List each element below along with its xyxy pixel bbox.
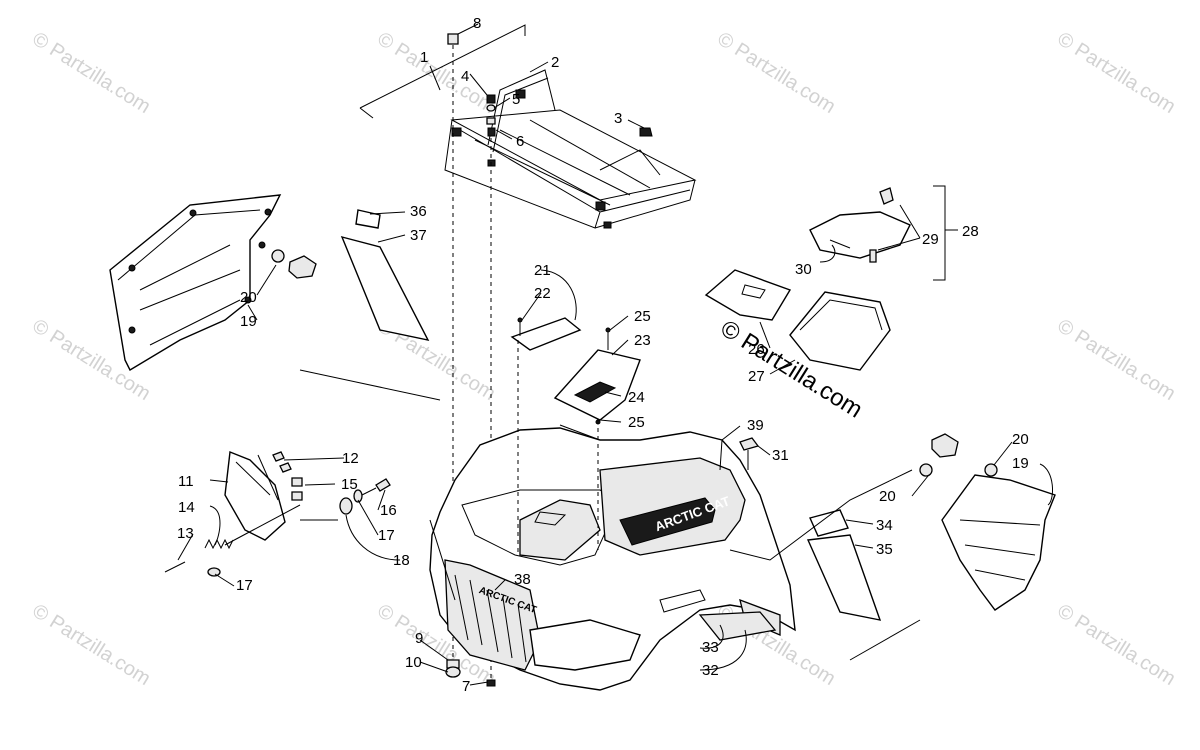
callout-11: 11 xyxy=(178,473,194,490)
callout-39: 39 xyxy=(747,417,764,434)
storage-box xyxy=(704,269,891,371)
callout-5: 5 xyxy=(512,91,520,108)
callout-19: 19 xyxy=(240,313,257,330)
rack xyxy=(444,69,697,229)
callout-25b: 25 xyxy=(628,414,645,431)
panel-23 xyxy=(553,327,641,425)
callout-28: 28 xyxy=(962,223,979,240)
callout-4: 4 xyxy=(461,68,469,85)
callout-22: 22 xyxy=(534,285,551,302)
callout-27: 27 xyxy=(748,368,765,385)
callout-17b: 17 xyxy=(236,577,253,594)
callout-19b: 19 xyxy=(1012,455,1029,472)
leader xyxy=(559,424,601,441)
callout-32: 32 xyxy=(702,662,719,679)
headlight xyxy=(164,451,391,577)
callout-14: 14 xyxy=(178,499,195,516)
decal-36-37 xyxy=(340,209,430,341)
callout-7: 7 xyxy=(462,678,470,695)
callout-3: 3 xyxy=(614,110,622,127)
callout-29: 29 xyxy=(922,231,939,248)
callout-10: 10 xyxy=(405,654,422,671)
leader xyxy=(299,369,441,401)
callout-20c: 20 xyxy=(879,488,896,505)
callout-37: 37 xyxy=(410,227,427,244)
callout-15: 15 xyxy=(341,476,358,493)
callout-6: 6 xyxy=(516,133,524,150)
panel-21 xyxy=(510,317,582,351)
callout-9: 9 xyxy=(415,630,423,647)
callout-34: 34 xyxy=(876,517,893,534)
bracket-28 xyxy=(933,185,946,281)
callout-17: 17 xyxy=(378,527,395,544)
callout-33: 33 xyxy=(702,639,719,656)
callout-24: 24 xyxy=(628,389,645,406)
part-32 xyxy=(698,611,777,641)
callout-8: 8 xyxy=(473,15,481,32)
bracket-1 xyxy=(359,24,526,119)
callout-30: 30 xyxy=(795,261,812,278)
decal-34-35 xyxy=(806,509,882,621)
callout-36: 36 xyxy=(410,203,427,220)
right-side-panel xyxy=(919,433,1056,611)
front-fender: ARCTIC CAT ARCTIC CAT xyxy=(429,427,796,691)
callout-21: 21 xyxy=(534,262,551,279)
lid xyxy=(809,187,911,263)
callout-25: 25 xyxy=(634,308,651,325)
leader xyxy=(729,469,913,561)
callout-31: 31 xyxy=(772,447,789,464)
callout-1: 1 xyxy=(420,49,428,66)
callout-35: 35 xyxy=(876,541,893,558)
callout-38: 38 xyxy=(514,571,531,588)
left-side-panel xyxy=(109,194,317,371)
nut-3 xyxy=(639,127,653,137)
callout-18: 18 xyxy=(393,552,410,569)
callout-2: 2 xyxy=(551,54,559,71)
leader xyxy=(849,619,921,661)
callout-23: 23 xyxy=(634,332,651,349)
callout-20b: 20 xyxy=(1012,431,1029,448)
callout-26: 26 xyxy=(748,341,765,358)
callout-12: 12 xyxy=(342,450,359,467)
fastener-31 xyxy=(739,437,760,451)
callout-numbers: 1 2 3 4 7 8 9 10 11 12 13 14 15 16 17 17… xyxy=(177,15,1029,695)
callout-leaders xyxy=(177,23,1053,686)
callout-20: 20 xyxy=(240,289,257,306)
callout-13: 13 xyxy=(177,525,194,542)
callout-16: 16 xyxy=(380,502,397,519)
